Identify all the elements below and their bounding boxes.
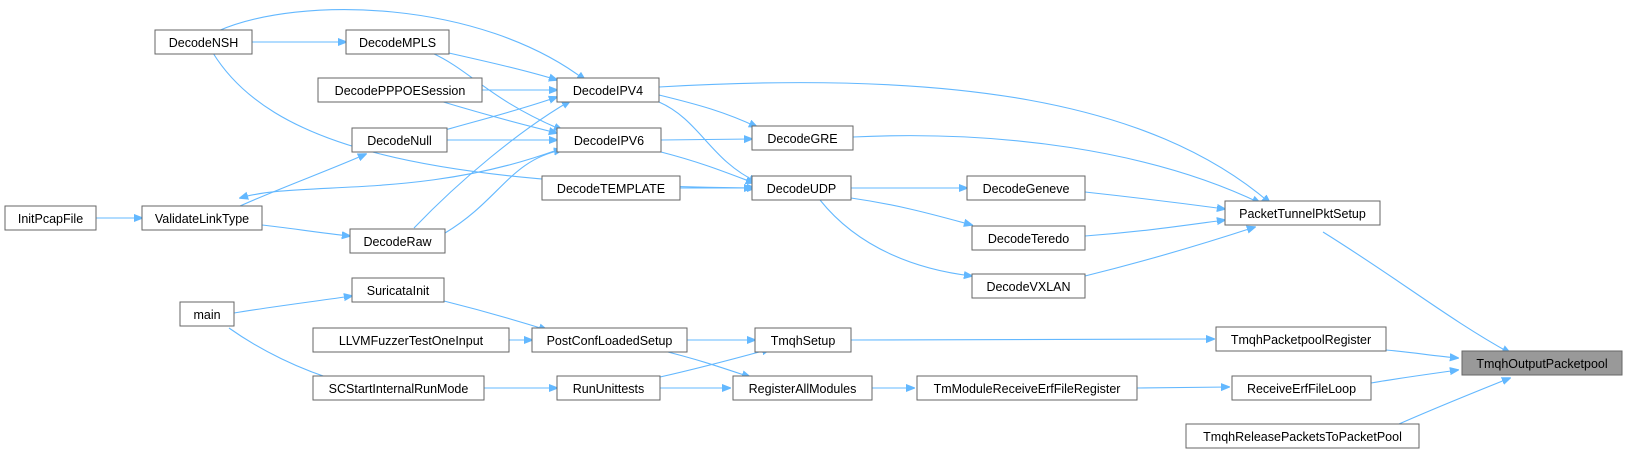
node-receiveerffileloop[interactable]: ReceiveErfFileLoop <box>1231 375 1372 401</box>
edge-decodegeneve-packettunnelpktsetup <box>1084 191 1225 209</box>
svg-text:SCStartInternalRunMode: SCStartInternalRunMode <box>329 382 469 396</box>
node-postconfloadedsetup[interactable]: PostConfLoadedSetup <box>531 327 688 353</box>
edge-decoderaw-decodeipv4 <box>413 101 570 229</box>
edge-decodepppoe-decodeipv6 <box>439 100 557 133</box>
node-tmqhreleasepacketstopacketpool[interactable]: TmqhReleasePacketsToPacketPool <box>1185 423 1420 449</box>
svg-text:SuricataInit: SuricataInit <box>367 284 430 298</box>
edge-decodegre-packettunnelpktsetup <box>852 135 1260 203</box>
svg-text:TmModuleReceiveErfFileRegister: TmModuleReceiveErfFileRegister <box>934 382 1121 396</box>
svg-text:TmqhPacketpoolRegister: TmqhPacketpoolRegister <box>1231 333 1371 347</box>
svg-text:DecodePPPOESession: DecodePPPOESession <box>335 84 466 98</box>
svg-text:DecodeTEMPLATE: DecodeTEMPLATE <box>557 182 665 196</box>
edge-decodeipv4-packettunnelpktsetup <box>658 82 1270 203</box>
edge-tmqhpacketpoolregister-tmqhoutputpacketpool <box>1385 349 1458 358</box>
svg-text:main: main <box>193 308 220 322</box>
edge-decodempls-decodeipv4 <box>439 50 557 80</box>
edge-tmqhsetup-tmqhpacketpoolregister <box>850 339 1214 340</box>
svg-text:ValidateLinkType: ValidateLinkType <box>155 212 249 226</box>
svg-text:DecodeNSH: DecodeNSH <box>169 36 238 50</box>
edge-decodeteredo-packettunnelpktsetup <box>1084 220 1225 237</box>
node-decodeteredo[interactable]: DecodeTeredo <box>971 225 1086 251</box>
svg-text:ReceiveErfFileLoop: ReceiveErfFileLoop <box>1247 382 1356 396</box>
node-main[interactable]: main <box>179 301 235 327</box>
svg-text:DecodeIPV6: DecodeIPV6 <box>574 134 644 148</box>
node-decodensh[interactable]: DecodeNSH <box>154 29 253 55</box>
node-tmqhoutputpacketpool[interactable]: TmqhOutputPacketpool <box>1461 350 1623 376</box>
node-decodepppoesession[interactable]: DecodePPPOESession <box>317 77 483 103</box>
node-registerallmodules[interactable]: RegisterAllModules <box>732 375 873 401</box>
svg-text:DecodeIPV4: DecodeIPV4 <box>573 84 643 98</box>
svg-text:DecodeNull: DecodeNull <box>367 134 432 148</box>
edge-decodeipv4-decodegre <box>658 94 757 127</box>
svg-text:RegisterAllModules: RegisterAllModules <box>749 382 857 396</box>
edge-decodeudp-decodevxlan <box>819 199 972 276</box>
node-decodegeneve[interactable]: DecodeGeneve <box>966 175 1086 201</box>
edge-validatelinktype-decoderaw <box>261 224 350 236</box>
node-initpcapfile[interactable]: InitPcapFile <box>4 205 97 231</box>
svg-text:LLVMFuzzerTestOneInput: LLVMFuzzerTestOneInput <box>339 334 484 348</box>
svg-text:DecodeUDP: DecodeUDP <box>767 182 836 196</box>
node-rununittests[interactable]: RunUnittests <box>556 375 661 401</box>
edge-decodensh-decodeudp <box>212 52 755 188</box>
node-packettunnelpktsetup[interactable]: PacketTunnelPktSetup <box>1224 200 1381 226</box>
edge-decodeipv6-decodeudp <box>660 151 754 183</box>
svg-text:DecodeGeneve: DecodeGeneve <box>983 182 1070 196</box>
svg-text:DecodeRaw: DecodeRaw <box>363 235 432 249</box>
edge-decodeipv6-decodegre <box>660 139 752 140</box>
edge-postconf-registerallmodules <box>659 349 750 377</box>
node-decodeudp[interactable]: DecodeUDP <box>751 175 852 201</box>
svg-text:DecodeTeredo: DecodeTeredo <box>988 232 1069 246</box>
edge-decodempls-decodeipv6 <box>431 52 562 130</box>
node-scstartinternalrunmode[interactable]: SCStartInternalRunMode <box>312 375 485 401</box>
node-decodetemplate[interactable]: DecodeTEMPLATE <box>541 175 681 201</box>
svg-text:PostConfLoadedSetup: PostConfLoadedSetup <box>547 334 673 348</box>
edge-decodeudp-decodeteredo <box>850 197 972 225</box>
node-decoderaw[interactable]: DecodeRaw <box>349 228 446 254</box>
edge-decodensh-decodeipv4 <box>217 9 585 80</box>
edge-decodeipv4-decodeudp <box>658 101 757 182</box>
node-decodenull[interactable]: DecodeNull <box>351 127 448 153</box>
node-tmqhpacketpoolregister[interactable]: TmqhPacketpoolRegister <box>1215 326 1387 352</box>
svg-text:TmqhOutputPacketpool: TmqhOutputPacketpool <box>1476 357 1607 371</box>
edge-decodeipv6-validatelinktype <box>240 149 558 198</box>
node-tmqhsetup[interactable]: TmqhSetup <box>754 327 852 353</box>
edge-tmmodulereceiveerf-receiveerffileloop <box>1136 387 1229 388</box>
svg-text:DecodeMPLS: DecodeMPLS <box>359 36 436 50</box>
edge-tmqhrelease-tmqhoutputpacketpool <box>1389 378 1510 429</box>
node-suricatainit[interactable]: SuricataInit <box>351 277 445 303</box>
node-decodegre[interactable]: DecodeGRE <box>751 125 854 151</box>
node-tmmodulereceiveerffileregister[interactable]: TmModuleReceiveErfFileRegister <box>916 375 1138 401</box>
svg-text:InitPcapFile: InitPcapFile <box>18 212 83 226</box>
node-decodeipv4[interactable]: DecodeIPV4 <box>556 77 660 103</box>
svg-text:DecodeVXLAN: DecodeVXLAN <box>986 280 1070 294</box>
edge-main-suricatainit <box>233 296 352 314</box>
edge-suricatainit-postconfloadedsetup <box>443 300 547 330</box>
edge-decodevxlan-packettunnelpktsetup <box>1084 227 1255 277</box>
edge-decodenull-decodeipv4 <box>444 97 557 131</box>
svg-text:TmqhReleasePacketsToPacketPool: TmqhReleasePacketsToPacketPool <box>1203 430 1402 444</box>
svg-text:TmqhSetup: TmqhSetup <box>771 334 836 348</box>
node-validatelinktype[interactable]: ValidateLinkType <box>141 205 263 231</box>
edge-packettunnelpktsetup-tmqhoutputpacketpool <box>1322 231 1510 353</box>
node-decodempls[interactable]: DecodeMPLS <box>345 29 450 55</box>
node-decodevxlan[interactable]: DecodeVXLAN <box>971 273 1086 299</box>
edge-decoderaw-decodeipv6 <box>444 150 562 234</box>
node-llvmfuzzertestoneinput[interactable]: LLVMFuzzerTestOneInput <box>312 327 510 353</box>
node-decodeipv6[interactable]: DecodeIPV6 <box>556 127 662 153</box>
svg-text:RunUnittests: RunUnittests <box>573 382 645 396</box>
edge-validatelinktype-decodenull <box>239 154 366 207</box>
svg-text:PacketTunnelPktSetup: PacketTunnelPktSetup <box>1239 207 1366 221</box>
edge-rununittests-tmqhsetup <box>659 349 770 378</box>
svg-text:DecodeGRE: DecodeGRE <box>767 132 837 146</box>
edge-receiveerffileloop-tmqhoutputpacketpool <box>1370 370 1458 384</box>
